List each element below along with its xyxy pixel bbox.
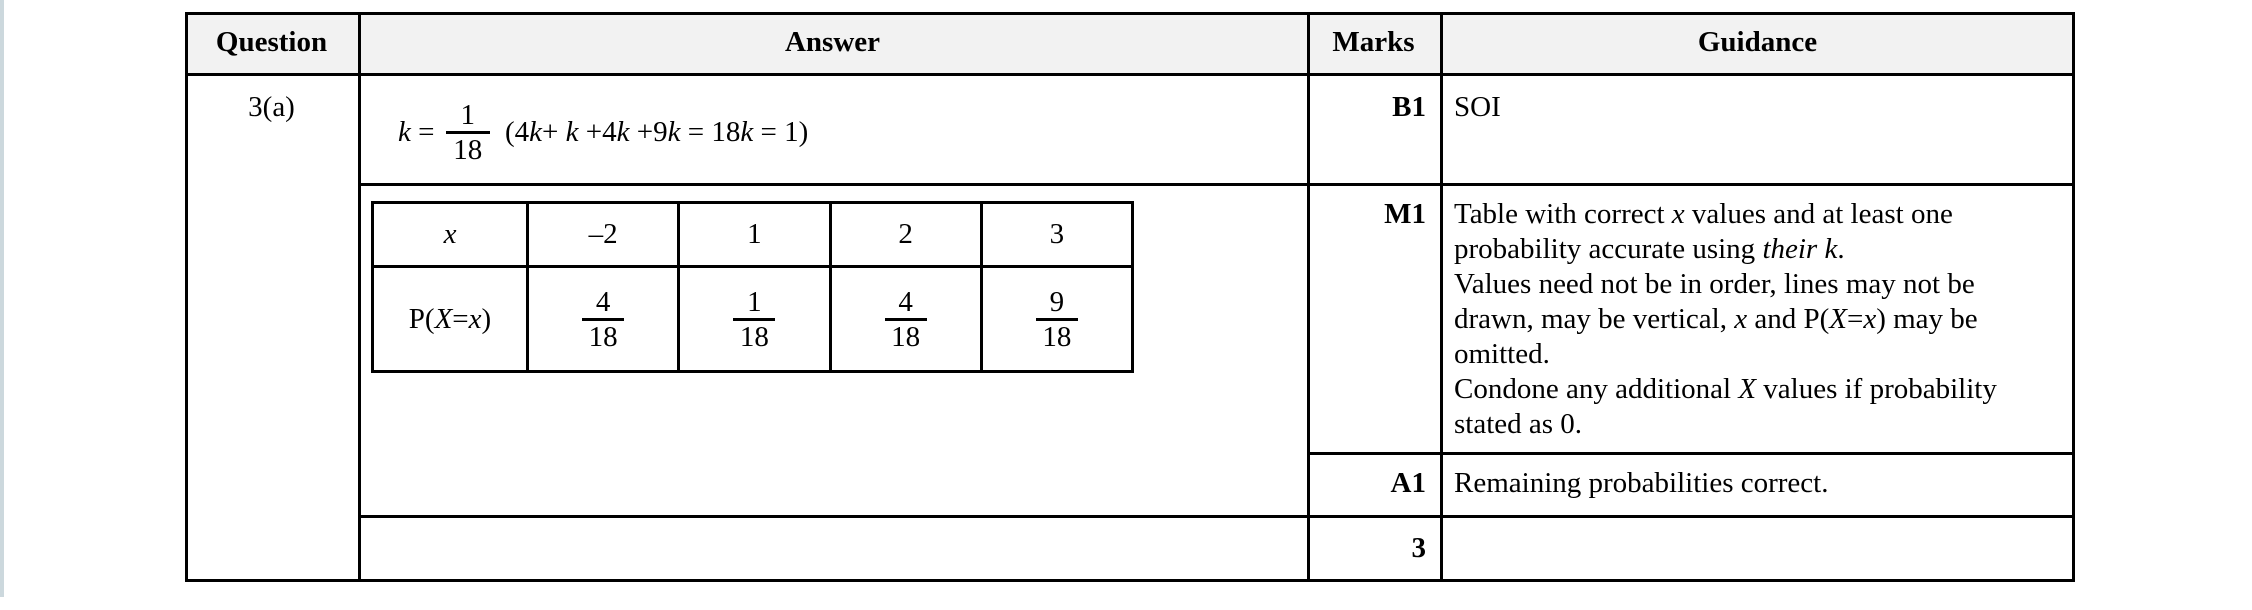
table-outer-frame xyxy=(185,12,2075,582)
answer-marks-divider xyxy=(1307,12,1310,582)
mark-a1: A1 xyxy=(1390,467,1426,499)
mark-total: 3 xyxy=(1411,532,1427,564)
mark-m1: M1 xyxy=(1384,198,1426,230)
column-header-question: Question xyxy=(215,26,328,58)
dist-x-value-cell: –2 xyxy=(526,204,677,265)
dist-p-label-cell: P(X=x) xyxy=(374,265,526,370)
row-divider-b1-m1 xyxy=(358,183,2075,186)
guidance-a1: Remaining probabilities correct. xyxy=(1454,467,1829,499)
guidance-m1: Table with correct x values and at least… xyxy=(1454,198,1997,440)
dist-x-value-cell: 2 xyxy=(828,204,980,265)
row-divider-a1-total xyxy=(358,515,2075,518)
x-variable-label: x xyxy=(443,218,457,250)
dist-x-header-cell: x xyxy=(374,204,526,265)
question-answer-divider xyxy=(358,12,361,582)
page-edge-right xyxy=(0,0,4,597)
mark-b1: B1 xyxy=(1392,91,1426,123)
dist-x-value-cell: 1 xyxy=(677,204,828,265)
table-header-background xyxy=(185,12,2075,76)
dist-x-value-cell: 3 xyxy=(979,204,1131,265)
column-header-answer: Answer xyxy=(784,26,881,58)
row-divider-m1-a1 xyxy=(1307,452,2075,455)
marks-guidance-divider xyxy=(1440,12,1443,582)
guidance-b1: SOI xyxy=(1454,91,1501,123)
header-bottom-gridline xyxy=(185,73,2075,76)
question-number: 3(a) xyxy=(248,91,295,123)
column-header-guidance: Guidance xyxy=(1697,26,1818,58)
column-header-marks: Marks xyxy=(1332,26,1415,58)
